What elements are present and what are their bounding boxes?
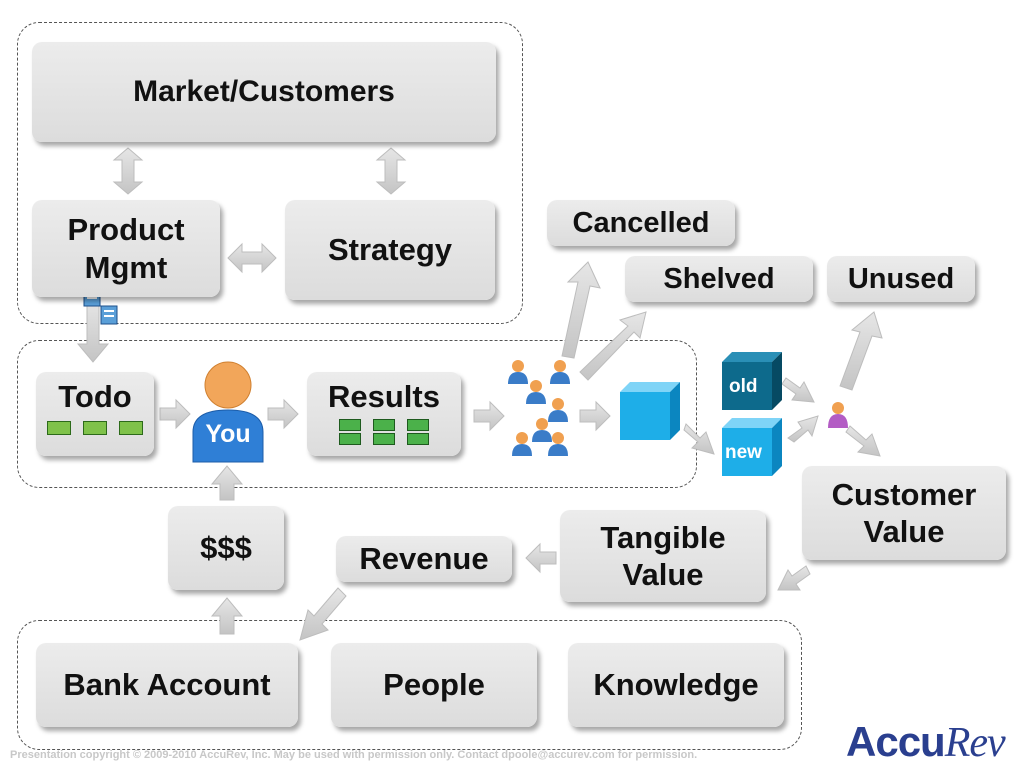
cancelled-label: Cancelled	[572, 206, 710, 239]
knowledge-label: Knowledge	[593, 667, 759, 703]
arrow-person-unused	[839, 311, 883, 391]
strategy-box: Strategy	[285, 200, 495, 300]
product-mgmt-label: Product Mgmt	[67, 212, 185, 285]
arrow-you-results	[267, 398, 299, 430]
you-person-icon	[192, 361, 264, 463]
results-label: Results	[328, 379, 440, 414]
arrow-money-you	[210, 465, 244, 501]
revenue-box: Revenue	[336, 536, 512, 582]
people-box: People	[331, 643, 537, 727]
customer-person-icon	[828, 402, 848, 428]
market-customers-box: Market/Customers	[32, 42, 496, 142]
market-customers-label: Market/Customers	[133, 75, 395, 108]
bank-account-box: Bank Account	[36, 643, 298, 727]
old-label: old	[729, 376, 758, 397]
logo-part2: Rev	[944, 720, 1006, 766]
logo-part1: Accu	[846, 718, 946, 765]
todo-label: Todo	[58, 379, 132, 414]
you-label: You	[205, 420, 251, 448]
results-task-icons	[339, 419, 429, 446]
cancelled-box: Cancelled	[547, 200, 735, 246]
arrow-team-cancelled	[561, 261, 601, 359]
arrow-team-shelved	[579, 311, 647, 381]
arrow-person-customer	[845, 425, 881, 457]
arrow-new-person	[787, 415, 819, 443]
money-label: $$$	[200, 530, 252, 566]
arrow-tangible-revenue	[525, 542, 557, 574]
revenue-label: Revenue	[359, 541, 489, 577]
arrow-customer-tangible	[777, 565, 811, 591]
money-box: $$$	[168, 506, 284, 590]
work-group-frame	[17, 340, 697, 488]
people-label: People	[383, 667, 485, 703]
new-cube-icon	[722, 418, 782, 476]
assets-group-frame	[17, 620, 802, 750]
shelved-box: Shelved	[625, 256, 813, 302]
todo-box: Todo	[36, 372, 154, 456]
arrow-old-person	[781, 377, 815, 403]
arrow-results-team	[473, 400, 505, 432]
todo-task-icons	[47, 421, 143, 436]
bank-account-label: Bank Account	[63, 667, 271, 703]
accurev-logo: AccuRev	[846, 718, 1006, 767]
tangible-value-box: Tangible Value	[560, 510, 766, 602]
tangible-value-label: Tangible Value	[600, 519, 726, 592]
double-arrow-product-strategy	[227, 242, 277, 274]
arrow-todo-you	[159, 398, 191, 430]
arrow-bank-money	[210, 597, 244, 635]
results-box: Results	[307, 372, 461, 456]
old-cube-icon	[722, 352, 782, 410]
arrow-revenue-bank	[299, 587, 347, 641]
shelved-label: Shelved	[663, 262, 775, 295]
copyright-footer: Presentation copyright © 2009-2010 AccuR…	[10, 749, 698, 761]
double-arrow-market-product	[112, 147, 144, 195]
customer-value-label: Customer Value	[831, 476, 977, 549]
new-label: new	[725, 442, 762, 463]
unused-label: Unused	[847, 262, 955, 295]
knowledge-box: Knowledge	[568, 643, 784, 727]
strategy-label: Strategy	[327, 232, 453, 268]
main-cube-icon	[620, 382, 680, 440]
team-icon	[508, 360, 570, 456]
arrow-cube-new	[683, 423, 715, 455]
unused-box: Unused	[827, 256, 975, 302]
customer-value-box: Customer Value	[802, 466, 1006, 560]
arrow-product-todo	[76, 299, 110, 363]
product-mgmt-box: Product Mgmt	[32, 200, 220, 297]
strategy-group-frame	[17, 22, 523, 324]
arrow-team-cube	[579, 400, 611, 432]
double-arrow-market-strategy	[375, 147, 407, 195]
